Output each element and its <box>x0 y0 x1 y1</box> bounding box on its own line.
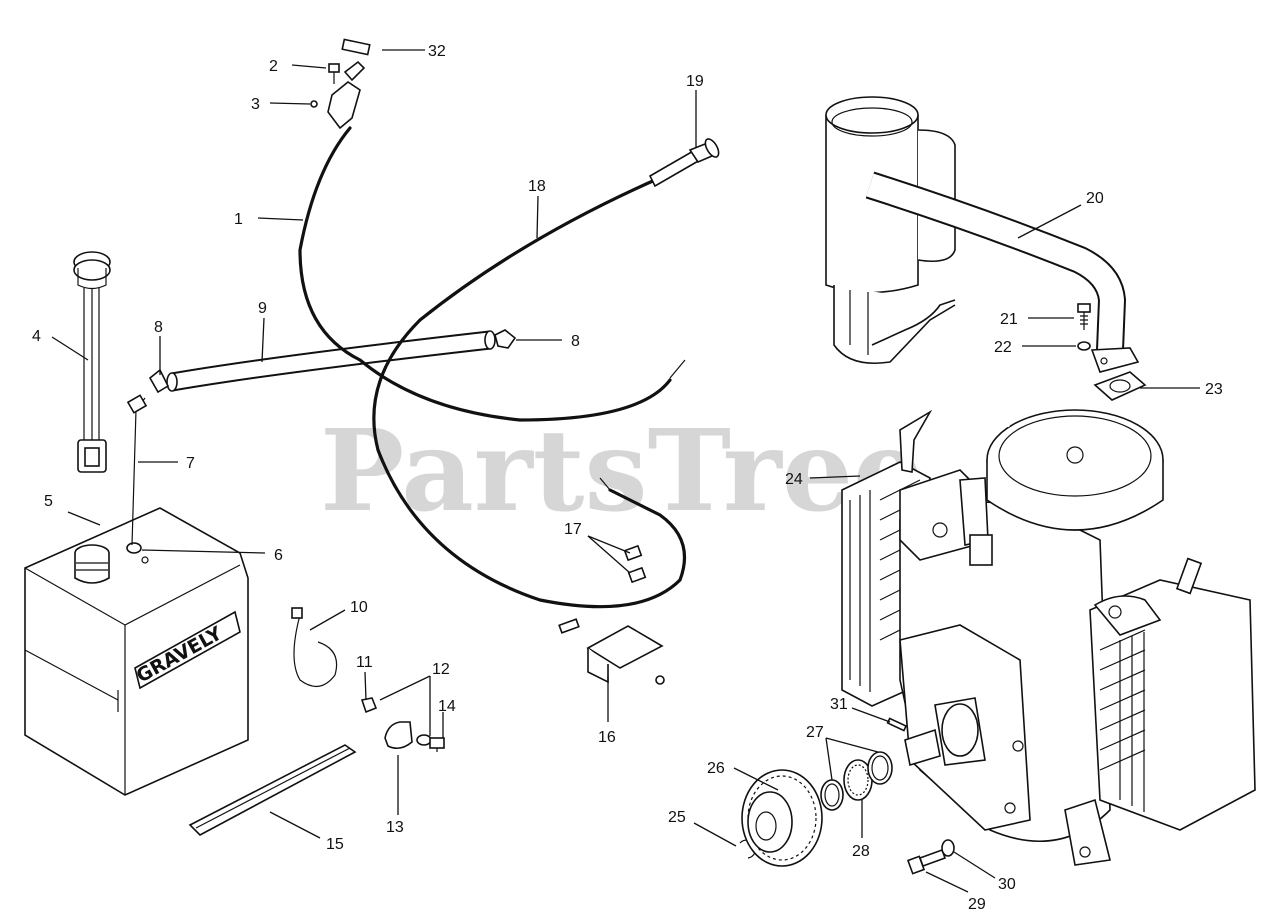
callout-19: 19 <box>686 73 704 90</box>
callout-13: 13 <box>386 819 404 836</box>
callout-4: 4 <box>32 328 41 345</box>
throttle-cable <box>298 126 672 422</box>
callout-6: 6 <box>274 547 283 564</box>
cable-clip-a <box>623 544 643 562</box>
callout-30: 30 <box>998 876 1016 893</box>
muffler <box>825 96 1140 373</box>
engine <box>841 404 1256 866</box>
callout-14: 14 <box>438 698 456 715</box>
callout-20: 20 <box>1086 190 1104 207</box>
washer-12 <box>416 734 432 746</box>
callout-32: 32 <box>428 43 446 60</box>
callout-9: 9 <box>258 300 267 317</box>
watermark: PartsTree <box>320 406 924 537</box>
callout-26: 26 <box>707 760 725 777</box>
washer-6 <box>126 542 142 554</box>
callout-25: 25 <box>668 809 686 826</box>
callout-15: 15 <box>326 836 344 853</box>
callout-5: 5 <box>44 493 53 510</box>
callout-16: 16 <box>598 729 616 746</box>
clip-13 <box>384 721 413 750</box>
bolt-29 <box>906 848 947 875</box>
callout-3: 3 <box>251 96 260 113</box>
key-31 <box>886 717 908 732</box>
callout-28: 28 <box>852 843 870 860</box>
fuel-gauge-sender <box>73 251 111 473</box>
choke-cable <box>372 178 687 609</box>
key-32 <box>341 38 371 56</box>
callout-11: 11 <box>356 654 373 671</box>
callout-1: 1 <box>234 211 243 228</box>
hose-clamp-right <box>494 329 517 349</box>
callout-29: 29 <box>968 896 986 913</box>
gear-26 <box>741 769 823 867</box>
callout-24: 24 <box>785 471 803 488</box>
callout-17: 17 <box>564 521 582 538</box>
fuel-tank: GRAVELY <box>24 507 249 796</box>
callout-27: 27 <box>806 724 824 741</box>
gasket-23 <box>1093 371 1147 401</box>
callout-10: 10 <box>350 599 368 616</box>
callout-18: 18 <box>528 178 546 195</box>
cable-clip-b <box>627 566 647 584</box>
callout-2: 2 <box>269 58 278 75</box>
callout-8-right: 8 <box>571 333 580 350</box>
throttle-lever <box>310 60 366 130</box>
clamp-10 <box>293 614 338 687</box>
callout-21: 21 <box>1000 311 1018 328</box>
callout-12: 12 <box>432 661 450 678</box>
washer-22 <box>1077 341 1091 351</box>
hose-clamp-left <box>148 368 170 394</box>
bolt-14 <box>429 737 445 752</box>
leader-lines <box>51 49 1200 893</box>
callout-8-left: 8 <box>154 319 163 336</box>
callout-23: 23 <box>1205 381 1223 398</box>
callout-7: 7 <box>186 455 195 472</box>
bolt-21 <box>1077 303 1091 330</box>
washer-30 <box>941 839 955 857</box>
callout-22: 22 <box>994 339 1012 356</box>
cable-bracket <box>558 618 665 685</box>
nut-11 <box>360 697 378 714</box>
callout-31: 31 <box>830 696 848 713</box>
